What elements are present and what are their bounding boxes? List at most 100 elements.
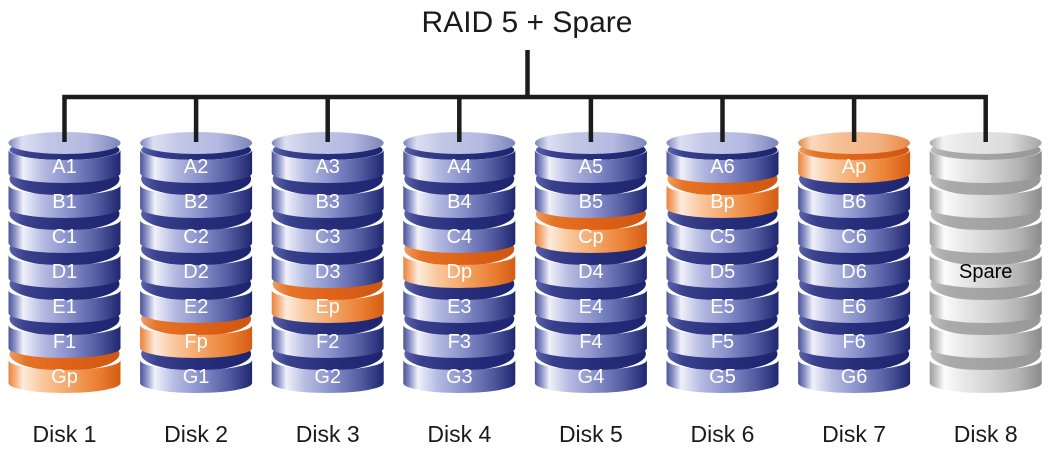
platter-body: [798, 255, 911, 288]
platter-body: [140, 325, 253, 358]
disk-name-label: Disk 7: [822, 421, 886, 447]
platter-body: [798, 290, 911, 323]
block-label: D4: [578, 261, 604, 283]
platter-body: [403, 325, 516, 358]
platter-body: [534, 150, 647, 184]
platter-body: [929, 185, 1042, 218]
block-label: E4: [579, 296, 603, 318]
platter-body: [929, 290, 1042, 323]
platter-body: [403, 220, 516, 254]
platter-body: [403, 185, 516, 219]
block-label: G1: [183, 366, 210, 388]
disk-name-label: Disk 5: [559, 421, 623, 447]
platter-body: [929, 325, 1042, 358]
block-label: Ap: [842, 156, 866, 178]
platter-body: [534, 290, 647, 324]
platter-body: [403, 290, 516, 324]
block-label: C2: [183, 226, 209, 248]
disk-name-label: Disk 6: [691, 421, 755, 447]
disk-top-cap: [271, 132, 384, 154]
platter-body: [8, 150, 121, 184]
platter-body: [798, 325, 911, 358]
block-label: G2: [314, 366, 341, 388]
block-label: B6: [842, 191, 866, 213]
block-label: F1: [53, 331, 76, 353]
disk-top-cap: [798, 132, 911, 154]
platter-body: [666, 325, 779, 358]
block-label: F6: [842, 331, 865, 353]
platter-body: [271, 290, 384, 324]
platter-body: [403, 360, 516, 393]
block-label: A2: [184, 156, 208, 178]
disk-top-cap: [666, 132, 779, 154]
platter-body: [271, 185, 384, 219]
block-label: Bp: [710, 191, 734, 213]
block-label: Dp: [447, 261, 473, 283]
platter-body: [271, 325, 384, 358]
platter-body: [271, 220, 384, 254]
platter-body: [666, 185, 779, 219]
platter-body: [8, 325, 121, 358]
platter-body: [534, 255, 647, 288]
platter-body: [403, 150, 516, 184]
block-label: A3: [315, 156, 339, 178]
block-label: E2: [184, 296, 208, 318]
block-label: Gp: [51, 366, 78, 388]
block-label: B1: [52, 191, 76, 213]
block-label: D6: [841, 261, 867, 283]
block-label: F2: [316, 331, 339, 353]
block-label: G4: [578, 366, 605, 388]
platter-body: [140, 290, 253, 324]
disk-top-cap: [403, 132, 516, 154]
platter-body: [140, 360, 253, 393]
block-label: D3: [315, 261, 341, 283]
disk-top-cap: [140, 132, 253, 154]
platter-body: [8, 185, 121, 219]
platter-body: [666, 360, 779, 393]
platter-body: [534, 185, 647, 219]
disk-top-cap: [929, 132, 1042, 154]
platter-body: [140, 220, 253, 254]
block-label: A1: [52, 156, 76, 178]
disk-name-label: Disk 2: [164, 421, 228, 447]
platter-body: [403, 255, 516, 288]
platter-body: [929, 150, 1042, 183]
platter-body: [534, 325, 647, 358]
block-label: D1: [52, 261, 78, 283]
block-label: E3: [447, 296, 471, 318]
block-label: A6: [710, 156, 734, 178]
platter-body: [798, 360, 911, 393]
platter-body: [140, 150, 253, 184]
platter-body: [798, 220, 911, 253]
block-label: B3: [315, 191, 339, 213]
disk-top-cap: [8, 132, 121, 154]
platter-body: [8, 290, 121, 324]
block-label: G3: [446, 366, 473, 388]
disk-name-label: Disk 3: [296, 421, 360, 447]
platter-body: [666, 255, 779, 288]
platter-body: [8, 255, 121, 288]
block-label: C3: [315, 226, 341, 248]
disk-name-label: Disk 4: [427, 421, 491, 447]
platter-body: [271, 150, 384, 184]
disk-name-label: Disk 8: [954, 421, 1018, 447]
disk-top-cap: [534, 132, 647, 154]
block-label: G6: [841, 366, 868, 388]
platter-body: [8, 360, 121, 393]
platter-body: [140, 185, 253, 219]
block-label: C1: [52, 226, 78, 248]
platter-body: [666, 290, 779, 324]
connector-tree: [62, 50, 988, 142]
block-label: C4: [447, 226, 473, 248]
block-label: Ep: [315, 296, 339, 318]
block-label: D5: [710, 261, 736, 283]
block-label: E1: [52, 296, 76, 318]
